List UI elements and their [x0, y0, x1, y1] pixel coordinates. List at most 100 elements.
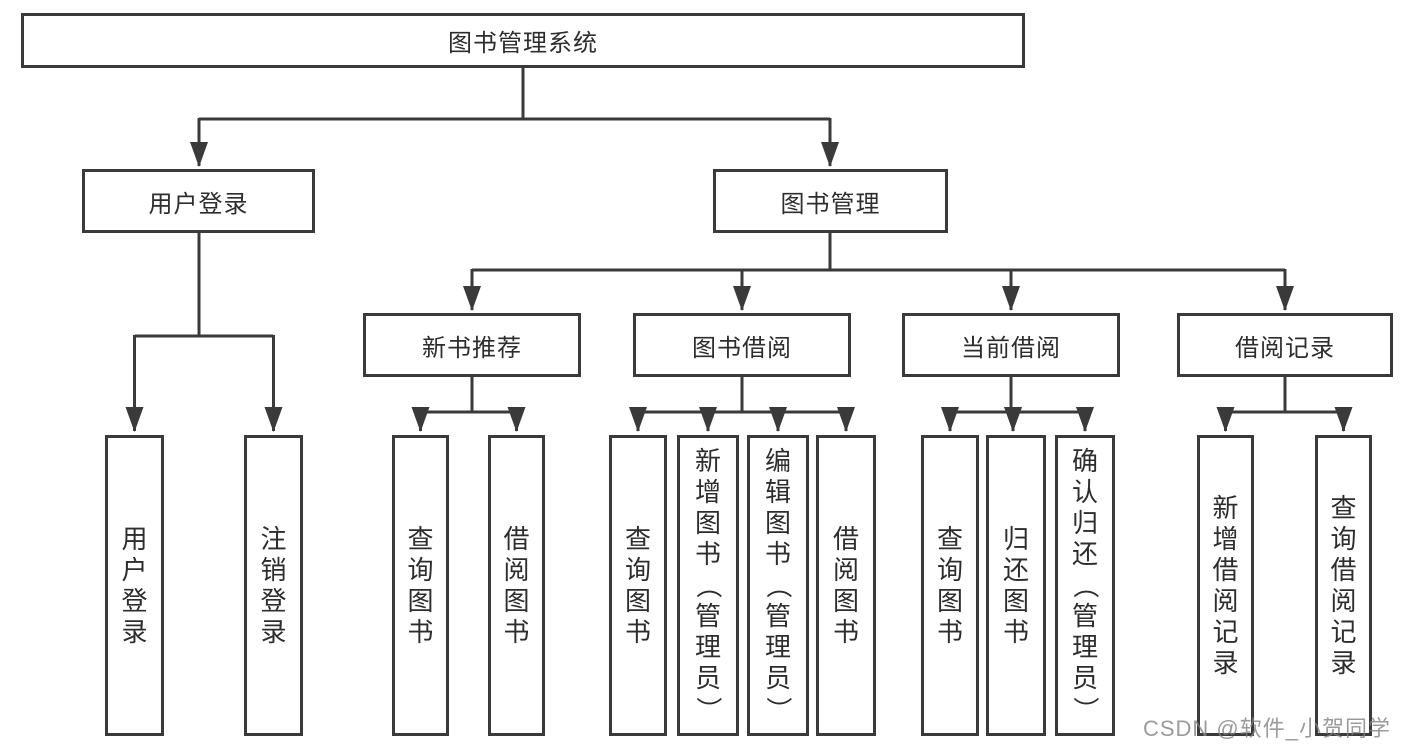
vertical-char-glyph: 管 — [1071, 601, 1098, 631]
vertical-char-glyph: 图 — [624, 585, 651, 616]
vertical-char-glyph: 录 — [260, 616, 287, 647]
vertical-char-glyph: 管 — [764, 601, 791, 631]
vertical-char-glyph: 记 — [1212, 616, 1239, 647]
vertical-char-glyph: 记 — [1330, 616, 1357, 647]
vertical-char-glyph: 理 — [1071, 632, 1098, 662]
node-borrow-record-label: 借阅记录 — [1235, 334, 1335, 362]
vertical-char-glyph: 图 — [694, 508, 721, 538]
vertical-char-glyph: 书 — [764, 539, 791, 569]
node-new-book-recommend: 新书推荐 — [363, 313, 581, 377]
vertical-char-glyph: 查 — [1330, 492, 1357, 523]
vertical-char-glyph: 查 — [624, 523, 651, 554]
vertical-char-glyph: 录 — [1330, 647, 1357, 678]
leaf-add-borrow-record: 新增借阅记录 — [1197, 435, 1254, 736]
vertical-char-glyph: 新 — [1212, 492, 1239, 523]
vertical-char-glyph: 注 — [260, 523, 287, 554]
vertical-char-glyph: 确 — [1071, 446, 1098, 476]
leaf-query-books-current: 查询图书 — [921, 435, 979, 736]
vertical-char-glyph: 录 — [121, 616, 148, 647]
leaf-confirm-return-admin: 确认归还 （管理员 ） — [1055, 435, 1115, 736]
vertical-char-glyph: 编 — [764, 446, 791, 476]
leaf-user-login: 用户登录 — [105, 435, 164, 736]
vertical-char-glyph: 询 — [936, 554, 963, 585]
node-borrow-record: 借阅记录 — [1177, 313, 1393, 377]
vertical-paren-glyph: ） — [1070, 696, 1101, 723]
node-new-book-recommend-label: 新书推荐 — [422, 334, 522, 362]
vertical-char-glyph: 借 — [1212, 554, 1239, 585]
vertical-char-glyph: 阅 — [503, 554, 530, 585]
vertical-char-glyph: 管 — [694, 601, 721, 631]
vertical-char-glyph: 户 — [121, 554, 148, 585]
node-book-borrow-label: 图书借阅 — [692, 334, 792, 362]
vertical-char-glyph: 书 — [624, 616, 651, 647]
vertical-char-glyph: 还 — [1002, 554, 1029, 585]
leaf-query-borrow-record: 查询借阅记录 — [1315, 435, 1372, 736]
vertical-paren-glyph: （ — [1070, 572, 1101, 599]
node-user-login: 用户登录 — [82, 169, 315, 233]
vertical-paren-glyph: （ — [693, 572, 724, 599]
vertical-char-glyph: 书 — [407, 616, 434, 647]
vertical-char-glyph: 书 — [832, 616, 859, 647]
leaf-borrow-books-recommend: 借阅图书 — [488, 435, 545, 736]
vertical-char-glyph: 理 — [764, 632, 791, 662]
vertical-char-glyph: 借 — [832, 523, 859, 554]
vertical-char-glyph: 登 — [121, 585, 148, 616]
leaf-query-books-borrow: 查询图书 — [609, 435, 667, 736]
vertical-char-glyph: 员 — [764, 663, 791, 693]
vertical-char-glyph: 书 — [1002, 616, 1029, 647]
node-current-borrow-label: 当前借阅 — [961, 334, 1061, 362]
leaf-logout: 注销登录 — [244, 435, 303, 736]
vertical-char-glyph: 阅 — [832, 554, 859, 585]
leaf-return-books: 归还图书 — [986, 435, 1046, 736]
vertical-char-glyph: 书 — [936, 616, 963, 647]
vertical-paren-glyph: （ — [763, 572, 794, 599]
vertical-paren-glyph: ） — [693, 696, 724, 723]
vertical-char-glyph: 询 — [1330, 523, 1357, 554]
vertical-char-glyph: 询 — [624, 554, 651, 585]
vertical-paren-glyph: ） — [763, 696, 794, 723]
vertical-char-glyph: 员 — [694, 663, 721, 693]
vertical-char-glyph: 还 — [1071, 539, 1098, 569]
vertical-char-glyph: 新 — [694, 446, 721, 476]
vertical-char-glyph: 员 — [1071, 663, 1098, 693]
vertical-char-glyph: 辑 — [764, 477, 791, 507]
vertical-char-glyph: 图 — [1002, 585, 1029, 616]
vertical-char-glyph: 图 — [936, 585, 963, 616]
vertical-char-glyph: 阅 — [1330, 585, 1357, 616]
vertical-char-glyph: 登 — [260, 585, 287, 616]
vertical-char-glyph: 理 — [694, 632, 721, 662]
vertical-char-glyph: 书 — [694, 539, 721, 569]
vertical-char-glyph: 销 — [260, 554, 287, 585]
vertical-char-glyph: 增 — [1212, 523, 1239, 554]
leaf-add-books-admin: 新增图书 （管理员 ） — [677, 435, 739, 736]
vertical-char-glyph: 阅 — [1212, 585, 1239, 616]
node-root-label: 图书管理系统 — [448, 30, 598, 57]
watermark: CSDN @软件_小贺同学 — [1142, 716, 1391, 741]
vertical-char-glyph: 图 — [503, 585, 530, 616]
leaf-borrow-books: 借阅图书 — [816, 435, 876, 736]
node-book-management-label: 图书管理 — [780, 190, 881, 218]
leaf-query-books-recommend: 查询图书 — [392, 435, 449, 736]
vertical-char-glyph: 用 — [121, 523, 148, 554]
vertical-char-glyph: 查 — [407, 523, 434, 554]
vertical-char-glyph: 查 — [936, 523, 963, 554]
vertical-char-glyph: 借 — [1330, 554, 1357, 585]
vertical-char-glyph: 录 — [1212, 647, 1239, 678]
vertical-char-glyph: 认 — [1071, 477, 1098, 507]
vertical-char-glyph: 归 — [1002, 523, 1029, 554]
vertical-char-glyph: 图 — [832, 585, 859, 616]
vertical-char-glyph: 增 — [694, 477, 721, 507]
vertical-char-glyph: 归 — [1071, 508, 1098, 538]
vertical-char-glyph: 书 — [503, 616, 530, 647]
leaf-edit-books-admin: 编辑图书 （管理员 ） — [747, 435, 809, 736]
vertical-char-glyph: 询 — [407, 554, 434, 585]
vertical-char-glyph: 图 — [764, 508, 791, 538]
vertical-char-glyph: 图 — [407, 585, 434, 616]
node-book-management: 图书管理 — [713, 169, 948, 233]
node-current-borrow: 当前借阅 — [902, 313, 1120, 377]
vertical-char-glyph: 借 — [503, 523, 530, 554]
node-root: 图书管理系统 — [21, 13, 1025, 68]
node-book-borrow: 图书借阅 — [633, 313, 851, 377]
